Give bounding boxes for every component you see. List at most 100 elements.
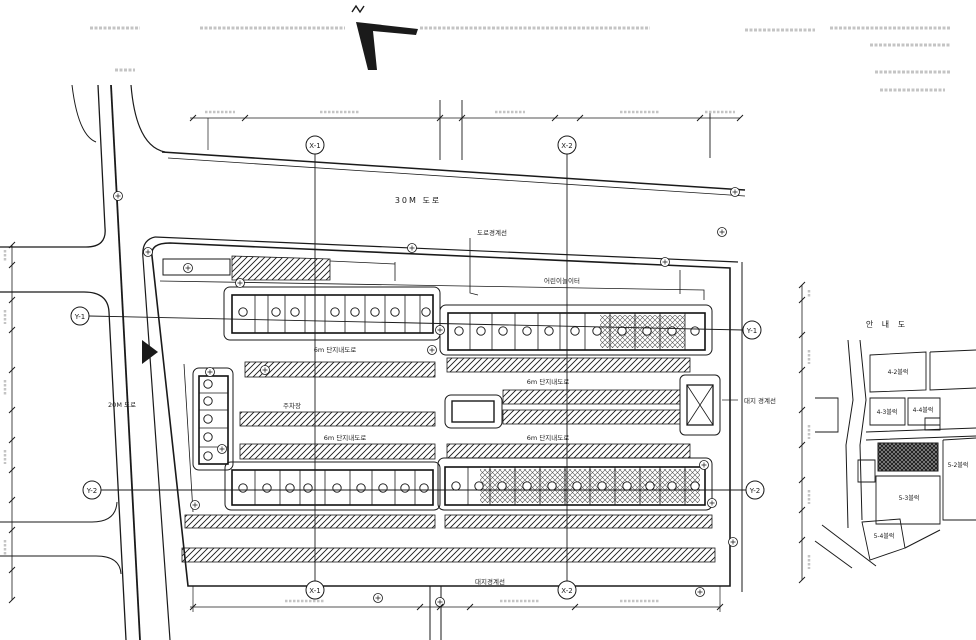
top-strip-box [162,258,231,276]
tree-icon [260,365,270,375]
unit-marker [497,481,507,491]
dimension-tick [8,241,16,249]
unit-marker [690,481,700,491]
grid-marker-y1-right [742,320,762,340]
management-building-outline [444,394,503,429]
plan-labels: 30M 도로 20M 도로 도로경계선 어린이놀이터 주차장 6m 단지내도로 … [108,196,776,586]
planting-strip-line [159,280,705,300]
grid-marker-y2-left [82,480,102,500]
tree-icon [695,587,705,597]
building-outline [192,367,234,471]
playground-label: 어린이놀이터 [544,276,580,285]
unit-marker [370,307,380,317]
dimension-lines [3,110,811,612]
dimension-tick [8,496,16,504]
location-map-block-outline [942,437,976,521]
unit-marker [454,326,464,336]
unit-marker [238,483,248,493]
unit-marker [592,326,602,336]
dimension-tick [798,406,806,414]
building-block-a [223,286,441,341]
location-map-road [845,339,854,529]
north-arrow-marker [351,4,365,14]
tree-icon [435,325,445,335]
building-footprint [444,466,706,506]
left-side-street [0,501,118,523]
unit-marker [350,307,360,317]
left-road-centerline [110,84,141,640]
unit-marker [451,481,461,491]
road-lines [0,84,746,640]
road-boundary-label: 도로경계선 [477,228,507,237]
unit-marker [203,414,213,424]
dimension-tick [466,603,474,611]
tree-center [709,500,715,506]
dimension-tick [716,603,724,611]
dimension-tick [8,366,16,374]
dimension-tick [571,603,579,611]
parking-row [502,409,681,425]
unit-marker [522,326,532,336]
dimension-tick [458,114,466,122]
unit-marker [622,481,632,491]
north-arrow-head [356,22,418,70]
dimension-tick [736,114,744,122]
parking-label: 주차장 [283,401,301,410]
building-outline [437,457,713,511]
tree-center [115,193,121,199]
location-map-block-outline [869,397,941,431]
unit-marker [203,451,213,461]
tree-center [409,245,415,251]
inner-road-label: 6m 단지내도로 [314,345,356,354]
tree-icon [660,257,670,267]
unit-marker [474,481,484,491]
building-block-c [192,367,234,471]
unit-marker [421,307,431,317]
dimension-tick [551,114,559,122]
building-block-b [439,304,713,356]
location-map-road [865,427,976,441]
left-road-edge [0,291,127,640]
dimension-tick [798,576,806,584]
management-building [444,394,503,429]
grid-marker-x2-top [557,135,577,155]
grid-line-y1 [88,315,744,331]
building-block-e [437,457,713,511]
utility-structure-cross [686,384,714,426]
unit-marker [476,326,486,336]
unit-marker [290,307,300,317]
road-crossing-line [439,100,711,160]
unit-marker [378,483,388,493]
dimension-tick [189,114,197,122]
parking-row [244,361,436,378]
tree-icon [407,243,417,253]
unit-marker [356,483,366,493]
tree-icon [183,263,193,273]
unit-marker [238,307,248,317]
unit-marker [330,307,340,317]
tree-symbols [113,187,740,607]
tree-center [145,249,151,255]
parking-row [444,514,713,529]
tree-icon [717,227,727,237]
grid-label-x1-bottom: X-1 [309,587,320,595]
dimension-tick [798,441,806,449]
tree-icon [730,187,740,197]
tree-icon [699,460,709,470]
unit-marker [285,483,295,493]
unit-marker [667,481,677,491]
grid-label-x2-top: X-2 [561,142,572,150]
tree-center [185,265,191,271]
location-map-block-label: 4-2블럭 [888,368,909,376]
dimension-tick [798,331,806,339]
grid-label-y2-left: Y-2 [86,487,97,495]
unit-marker [203,379,213,389]
utility-structure [679,374,721,436]
location-map-block-label: 5-3블럭 [899,494,920,502]
apartment-buildings [192,286,713,511]
location-map-block-outline [815,397,839,433]
dimension-tick [8,296,16,304]
grid-marker-y2-right [745,480,765,500]
top-road-edge [161,151,746,191]
